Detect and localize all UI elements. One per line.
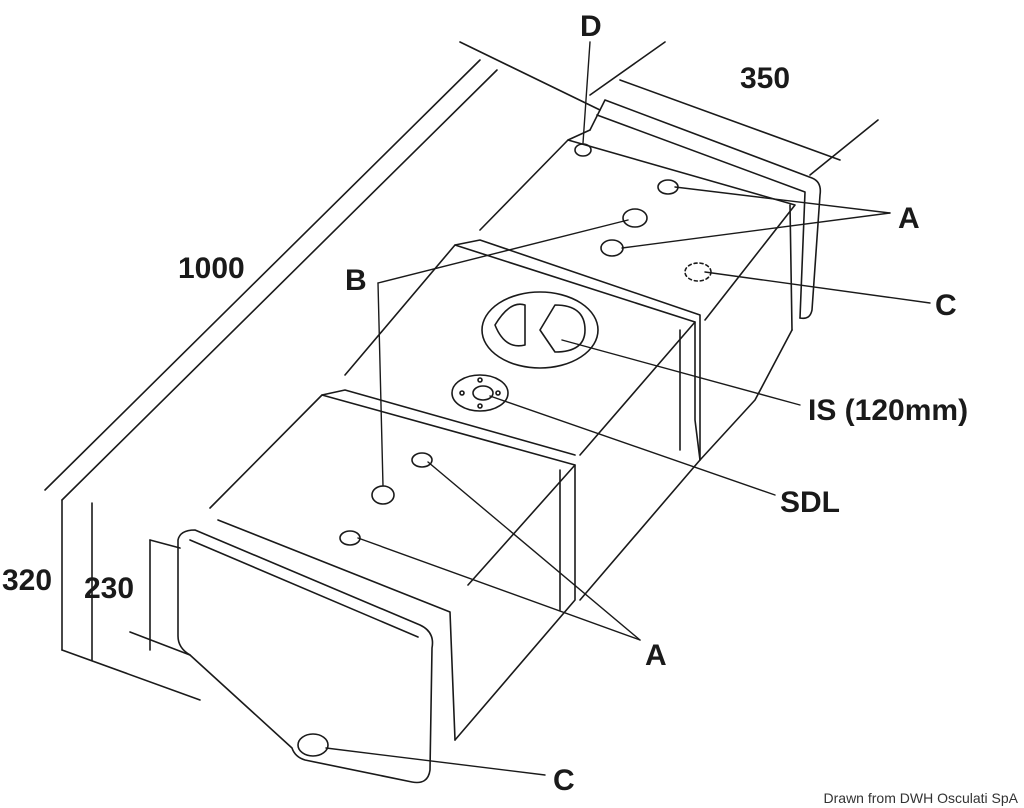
port-b-front	[371, 485, 395, 505]
port-b-rear	[622, 208, 648, 228]
label-b: B	[345, 264, 367, 297]
inspection-hatch	[481, 291, 599, 369]
port-a-rear-2	[600, 239, 624, 257]
label-c-top: C	[935, 289, 957, 322]
label-d: D	[580, 10, 602, 43]
dimension-length-lines	[44, 41, 601, 501]
dimension-width-label: 350	[740, 62, 790, 95]
label-is: IS (120mm)	[808, 394, 968, 427]
port-c-front	[297, 733, 329, 757]
dimension-height-body-label: 230	[84, 572, 134, 605]
port-a-front-1	[411, 452, 433, 468]
dimension-width-lines	[589, 41, 879, 176]
leader-lines	[325, 41, 931, 776]
label-c-bottom: C	[553, 764, 575, 797]
tank-body	[177, 99, 822, 784]
port-c-rear	[684, 262, 712, 282]
port-d	[574, 143, 592, 157]
dimension-height-total-label: 320	[2, 564, 52, 597]
label-a-top: A	[898, 202, 920, 235]
dimension-height-lines	[61, 499, 201, 701]
label-a-bottom: A	[645, 639, 667, 672]
credit-text: Drawn from DWH Osculati SpA	[823, 790, 1018, 806]
dimension-length-label: 1000	[178, 252, 245, 285]
level-sender	[451, 374, 509, 412]
label-sdl: SDL	[780, 486, 840, 519]
port-a-front-2	[339, 530, 361, 546]
